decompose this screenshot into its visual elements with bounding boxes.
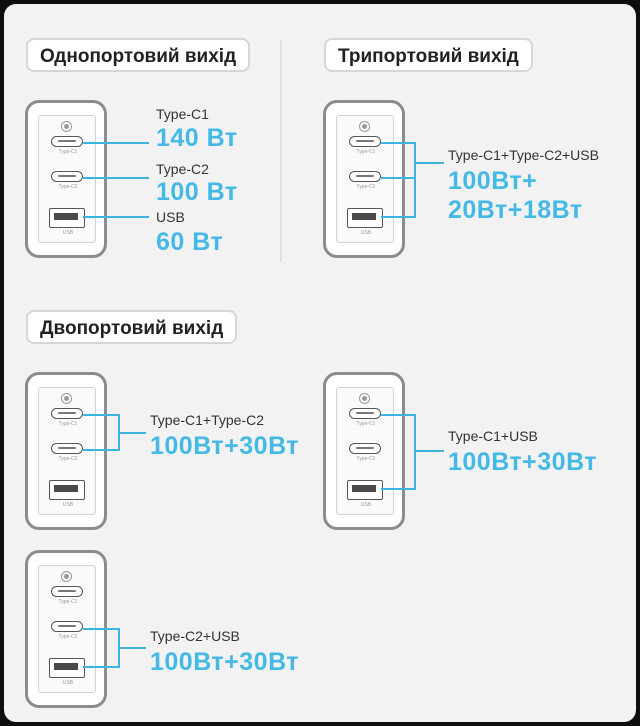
type-c2-port-label: Type-C2 xyxy=(58,456,78,462)
type-c2-port xyxy=(349,443,381,454)
type-c2-port-label: Type-C2 xyxy=(58,184,78,190)
charger-panel: Type-C1 Type-C2 USB xyxy=(38,115,96,243)
type-c2-port-label: Type-C2 xyxy=(58,634,78,640)
connector-line xyxy=(118,432,146,434)
type-c2-port xyxy=(51,443,83,454)
infographic: Однопортовий вихід Трипортовий вихід Дво… xyxy=(4,4,636,722)
charger-single: Type-C1 Type-C2 USB xyxy=(25,100,107,258)
type-c1-port-label: Type-C1 xyxy=(356,421,376,427)
logo-icon xyxy=(61,393,72,404)
connector-line xyxy=(381,414,415,416)
connector-line xyxy=(83,414,119,416)
connector-bracket xyxy=(414,414,416,490)
logo-icon xyxy=(61,571,72,582)
single-usb-name: USB xyxy=(156,209,185,225)
triple-ports-name: Type-C1+Type-C2+USB xyxy=(448,147,599,163)
single-usb-power: 60 Вт xyxy=(156,228,224,256)
charger-panel: Type-C1 Type-C2 USB xyxy=(336,115,394,243)
connector-line xyxy=(381,216,415,218)
charger-panel: Type-C1 Type-C2 USB xyxy=(38,387,96,515)
charger-dual-c1-usb: Type-C1 Type-C2 USB xyxy=(323,372,405,530)
single-c1-power: 140 Вт xyxy=(156,124,238,152)
triple-power-line2: 20Вт+18Вт xyxy=(448,196,583,224)
usb-port-label: USB xyxy=(62,502,74,508)
dual-c1-c2-power: 100Вт+30Вт xyxy=(150,432,300,460)
logo-icon xyxy=(359,393,370,404)
dual-c1-c2-name: Type-C1+Type-C2 xyxy=(150,412,264,428)
type-c1-port-label: Type-C1 xyxy=(58,149,78,155)
triple-power-line1: 100Вт+ xyxy=(448,167,538,195)
section-divider xyxy=(280,40,282,262)
dual-c2-usb-power: 100Вт+30Вт xyxy=(150,648,300,676)
type-c2-port-label: Type-C2 xyxy=(356,184,376,190)
connector-line xyxy=(83,177,149,179)
connector-line xyxy=(381,177,415,179)
usb-port xyxy=(49,658,85,678)
dual-c1-usb-name: Type-C1+USB xyxy=(448,428,538,444)
type-c1-port xyxy=(349,408,381,419)
dual-c1-usb-power: 100Вт+30Вт xyxy=(448,448,598,476)
connector-line xyxy=(83,449,119,451)
connector-line xyxy=(381,142,415,144)
type-c2-port-label: Type-C2 xyxy=(356,456,376,462)
charger-dual-c2-usb: Type-C1 Type-C2 USB xyxy=(25,550,107,708)
charger-dual-c1-c2: Type-C1 Type-C2 USB xyxy=(25,372,107,530)
usb-port xyxy=(347,208,383,228)
connector-line xyxy=(83,216,149,218)
usb-port-label: USB xyxy=(360,230,372,236)
type-c1-port xyxy=(51,136,83,147)
type-c2-port xyxy=(349,171,381,182)
charger-triple: Type-C1 Type-C2 USB xyxy=(323,100,405,258)
type-c2-port xyxy=(51,171,83,182)
connector-line xyxy=(414,450,444,452)
type-c1-port xyxy=(51,586,83,597)
usb-port xyxy=(347,480,383,500)
type-c1-port xyxy=(349,136,381,147)
connector-line xyxy=(118,647,146,649)
usb-port-label: USB xyxy=(62,680,74,686)
type-c1-port-label: Type-C1 xyxy=(356,149,376,155)
single-c2-power: 100 Вт xyxy=(156,178,238,206)
triple-port-heading: Трипортовий вихід xyxy=(324,38,533,72)
logo-icon xyxy=(359,121,370,132)
single-c2-name: Type-C2 xyxy=(156,161,209,177)
type-c1-port-label: Type-C1 xyxy=(58,421,78,427)
connector-line xyxy=(83,142,149,144)
charger-panel: Type-C1 Type-C2 USB xyxy=(38,565,96,693)
connector-line xyxy=(83,666,119,668)
usb-port xyxy=(49,480,85,500)
type-c1-port xyxy=(51,408,83,419)
connector-line xyxy=(414,162,444,164)
connector-line xyxy=(381,488,415,490)
usb-port-label: USB xyxy=(62,230,74,236)
dual-port-heading: Двопортовий вихід xyxy=(26,310,238,344)
single-c1-name: Type-C1 xyxy=(156,106,209,122)
type-c1-port-label: Type-C1 xyxy=(58,599,78,605)
usb-port-label: USB xyxy=(360,502,372,508)
usb-port xyxy=(49,208,85,228)
logo-icon xyxy=(61,121,72,132)
dual-c2-usb-name: Type-C2+USB xyxy=(150,628,240,644)
connector-bracket xyxy=(414,142,416,218)
single-port-heading: Однопортовий вихід xyxy=(26,38,251,72)
type-c2-port xyxy=(51,621,83,632)
charger-panel: Type-C1 Type-C2 USB xyxy=(336,387,394,515)
connector-line xyxy=(83,628,119,630)
